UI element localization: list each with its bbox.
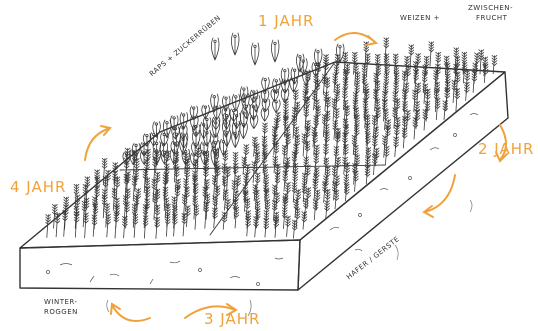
grain-plant — [402, 128, 407, 148]
leafy-plant — [262, 78, 270, 92]
year-2-label: 2 JAHR — [478, 140, 534, 158]
grain-plant — [344, 184, 349, 201]
grain-plant — [246, 216, 251, 236]
year-3-label: 3 JAHR — [204, 310, 260, 328]
grain-plant — [194, 206, 199, 230]
cycle-arrow-icon — [335, 33, 376, 45]
grain-plant — [283, 171, 288, 191]
field-top-surface — [20, 62, 505, 248]
grain-plant — [155, 217, 160, 238]
grain-plant — [264, 219, 269, 237]
grain-plant — [465, 82, 470, 100]
grain-plant — [385, 126, 390, 146]
grain-plant — [182, 213, 187, 236]
grain-plant — [234, 207, 239, 228]
leafy-plant — [223, 130, 231, 146]
grain-plant — [115, 177, 120, 200]
leafy-plant — [250, 90, 258, 103]
grain-plant — [334, 190, 339, 209]
grain-plant — [255, 173, 260, 191]
grain-plant — [55, 213, 60, 237]
grain-plant — [122, 216, 127, 237]
grain-plant — [302, 212, 307, 230]
cycle-arrow-icon — [424, 175, 455, 217]
grain-plant — [265, 200, 270, 219]
weizen-label: WEIZEN + — [400, 14, 440, 23]
leafy-plant — [220, 139, 228, 155]
grain-plant — [84, 213, 89, 238]
grain-plant — [286, 216, 291, 236]
leafy-plant — [271, 40, 279, 62]
grain-plant — [242, 157, 247, 174]
grain-plant — [435, 98, 440, 119]
grain-plant — [384, 146, 389, 165]
grain-plant — [292, 220, 297, 238]
zwischenfrucht-label-line1: ZWISCHEN- — [468, 4, 513, 13]
grain-plant — [394, 137, 399, 157]
year-1-label: 1 JAHR — [258, 12, 314, 30]
leafy-plant — [314, 49, 322, 67]
zwischenfrucht-label-line2: FRUCHT — [476, 14, 507, 23]
grain-plant — [443, 101, 448, 120]
grain-plant — [313, 200, 318, 220]
cycle-arrow-icon — [111, 304, 150, 321]
grain-plant — [365, 54, 370, 77]
year-4-label: 4 JAHR — [10, 178, 66, 196]
grain-plant — [429, 42, 434, 66]
cycle-arrow-icon — [85, 126, 110, 160]
grain-plant — [213, 208, 218, 228]
leafy-plant — [273, 100, 281, 113]
grain-plant — [295, 209, 300, 228]
leafy-plant — [232, 131, 240, 148]
grain-plant — [416, 83, 421, 102]
grain-plant — [274, 217, 279, 238]
grain-plant — [236, 175, 241, 192]
grain-plant — [282, 208, 287, 229]
grain-plant — [254, 217, 259, 237]
grain-plant — [125, 189, 130, 210]
grain-plant — [165, 214, 170, 236]
grain-plant — [409, 45, 414, 69]
winterroggen-label-line2: ROGGEN — [44, 308, 78, 317]
grain-plant — [413, 117, 418, 139]
grain-plant — [172, 214, 177, 236]
grain-plant — [372, 154, 377, 175]
grain-plant — [445, 88, 450, 111]
leafy-plant — [202, 105, 210, 118]
grain-plant — [452, 80, 457, 103]
grain-plant — [423, 110, 428, 131]
grain-plant — [106, 214, 111, 237]
leafy-plant — [211, 38, 219, 60]
leafy-plant — [231, 33, 239, 55]
grain-plant — [74, 212, 79, 237]
grain-plant — [123, 196, 128, 220]
leafy-plant — [251, 43, 259, 65]
grain-plant — [365, 166, 370, 184]
grain-plant — [372, 115, 377, 138]
winterroggen-label-line1: WINTER- — [44, 298, 78, 307]
leafy-plant — [211, 148, 219, 166]
grain-plant — [222, 212, 227, 229]
grain-plant — [455, 89, 460, 112]
leafy-plant — [153, 122, 161, 138]
